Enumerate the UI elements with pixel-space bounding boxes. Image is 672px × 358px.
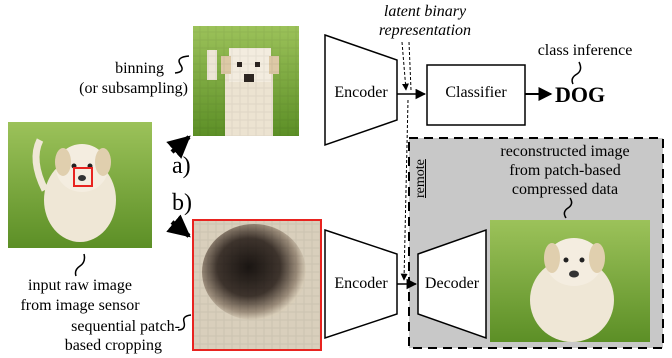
latent-leader-bottom (400, 99, 409, 281)
class-inference-label: class inference (537, 42, 633, 59)
binning-label-line1: binning (115, 60, 164, 77)
reconstructed-label-line3: compressed data (511, 181, 619, 198)
input-leader (74, 253, 86, 277)
remote-label: remote (413, 159, 428, 198)
classifier-label: Classifier (445, 84, 507, 101)
encoder-top-label: Encoder (334, 84, 388, 101)
dog-label: DOG (555, 82, 606, 107)
encoder-bottom-label: Encoder (334, 275, 388, 292)
latent-leader-top (401, 41, 409, 91)
latent-label-line2: representation (378, 22, 472, 39)
input-label-line1: input raw image (28, 277, 132, 294)
decoder-label: Decoder (424, 275, 480, 292)
input-raw-image (8, 122, 152, 248)
encoder-top-shape (324, 33, 398, 147)
option-b-label: b) (172, 190, 192, 216)
option-a-arrow (166, 135, 191, 159)
reconstructed-image (490, 220, 650, 342)
binned-image (193, 26, 299, 136)
latent-label-line1: latent binary (383, 3, 467, 20)
option-b-arrow (166, 214, 191, 238)
binning-label-line2: (or subsampling) (79, 80, 188, 97)
reconstructed-label-line1: reconstructed image (500, 143, 630, 160)
recon-leader (563, 197, 573, 219)
decoder-shape (417, 228, 487, 340)
binning-leader (174, 55, 190, 74)
latent-leader-top2 (408, 41, 412, 91)
patch-image (192, 219, 322, 351)
encoder-bottom-shape (324, 228, 398, 340)
crop-highlight-box (73, 167, 93, 187)
reconstructed-label-line2: from patch-based (509, 162, 621, 179)
option-a-label: a) (172, 153, 191, 179)
class-inference-leader (571, 61, 582, 85)
crop-label-line1: sequential patch- (71, 318, 180, 335)
crop-label-line2: based cropping (64, 337, 162, 354)
crop-leader (177, 314, 192, 331)
classifier-box (426, 64, 526, 126)
input-label-line2: from image sensor (20, 297, 140, 314)
